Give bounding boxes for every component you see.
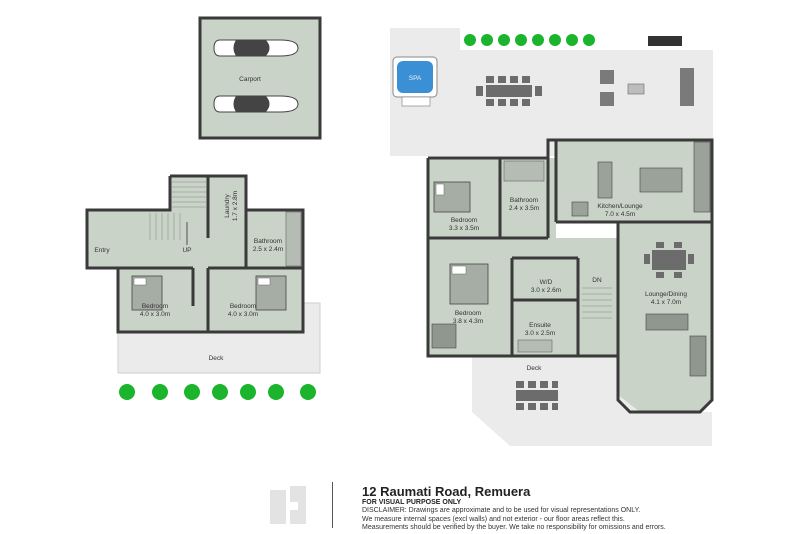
- bathroom-main-size: 2.4 x 3.5m: [509, 205, 539, 212]
- outdoor-lounge-icon: [600, 68, 694, 106]
- left-house: Deck UP Entry: [85, 174, 321, 374]
- tree-icon: [240, 384, 256, 400]
- bedroom-main-size: 3.3 x 3.5m: [449, 225, 479, 232]
- bedroom-main-name: Bedroom: [451, 217, 477, 224]
- disclaimer-line: DISCLAIMER: Drawings are approximate and…: [362, 507, 641, 514]
- up-label: UP: [182, 247, 191, 254]
- bedroom-left-1-size: 4.0 x 3.0m: [140, 311, 170, 318]
- spa-label: SPA: [409, 75, 422, 82]
- kitchen-furniture: [571, 141, 711, 217]
- dn-label: DN: [592, 277, 602, 284]
- visual-purpose-note: FOR VISUAL PURPOSE ONLY: [362, 499, 462, 506]
- tree-icon: [268, 384, 284, 400]
- shrub-icon: [532, 34, 544, 46]
- deck-left-label: Deck: [209, 355, 225, 362]
- ensuite-size: 3.0 x 2.5m: [525, 330, 555, 337]
- hedge: [119, 384, 316, 400]
- right-house: SPA Deck: [390, 28, 714, 446]
- tree-icon: [119, 384, 135, 400]
- bathroom-left-name: Bathroom: [254, 238, 282, 245]
- outdoor-table-icon: [476, 76, 542, 106]
- bed-icon: [131, 275, 163, 311]
- ensuite-name: Ensuite: [529, 322, 551, 329]
- floor-plan: Carport Deck: [85, 16, 714, 446]
- lounge-dining-name: Lounge/Dining: [645, 291, 687, 298]
- deck-table-icon: [516, 381, 558, 410]
- tree-icon: [184, 384, 200, 400]
- shrub-icon: [481, 34, 493, 46]
- lounge-dining-size: 4.1 x 7.0m: [651, 299, 681, 306]
- property-address: 12 Raumati Road, Remuera: [362, 484, 531, 499]
- tree-icon: [212, 384, 228, 400]
- dining-table-icon: [644, 242, 694, 278]
- disclaimer-line: We measure internal spaces (excl walls) …: [362, 515, 625, 523]
- disclaimer-line: Measurements should be verified by the b…: [362, 524, 666, 532]
- fireplace-icon: [648, 36, 682, 46]
- sofa-icon: [689, 335, 707, 377]
- tree-icon: [152, 384, 168, 400]
- bed-icon: [255, 275, 287, 311]
- entry-label: Entry: [94, 247, 110, 254]
- bathroom-left-size: 2.5 x 2.4m: [253, 246, 283, 253]
- bedroom-left-1-name: Bedroom: [142, 303, 168, 310]
- tree-icon: [300, 384, 316, 400]
- deck-right-label: Deck: [527, 365, 543, 372]
- spa-icon: [397, 61, 433, 93]
- carport-label: Carport: [239, 76, 261, 83]
- shrub-icon: [498, 34, 510, 46]
- car-icon: [213, 95, 299, 113]
- shrub-icon: [464, 34, 476, 46]
- bedroom-master-size: 3.8 x 4.3m: [453, 318, 483, 325]
- bedroom-master-name: Bedroom: [455, 310, 481, 317]
- kitchen-size: 7.0 x 4.5m: [605, 211, 635, 218]
- kitchen-name: Kitchen/Lounge: [597, 203, 643, 210]
- carport: Carport: [198, 16, 322, 140]
- bedroom-left-2-size: 4.0 x 3.0m: [228, 311, 258, 318]
- sofa-icon: [645, 313, 689, 331]
- wd-name: W/D: [540, 279, 553, 286]
- footer-divider: [332, 482, 333, 528]
- wd-size: 3.0 x 2.6m: [531, 287, 561, 294]
- stairs: [149, 181, 206, 240]
- bedroom-left-2-name: Bedroom: [230, 303, 256, 310]
- shrub-icon: [566, 34, 578, 46]
- laundry-size: 1.7 x 2.8m: [232, 191, 239, 221]
- disclaimer: DISCLAIMER: Drawings are approximate and…: [362, 507, 666, 533]
- shrub-icon: [515, 34, 527, 46]
- bathroom-main-name: Bathroom: [510, 197, 538, 204]
- bed-icon: [449, 263, 489, 305]
- laundry-name: Laundry: [224, 194, 231, 218]
- company-logo: [270, 486, 306, 524]
- shrub-icon: [583, 34, 595, 46]
- bed-icon: [433, 181, 471, 213]
- car-icon: [213, 39, 299, 57]
- shrub-icon: [549, 34, 561, 46]
